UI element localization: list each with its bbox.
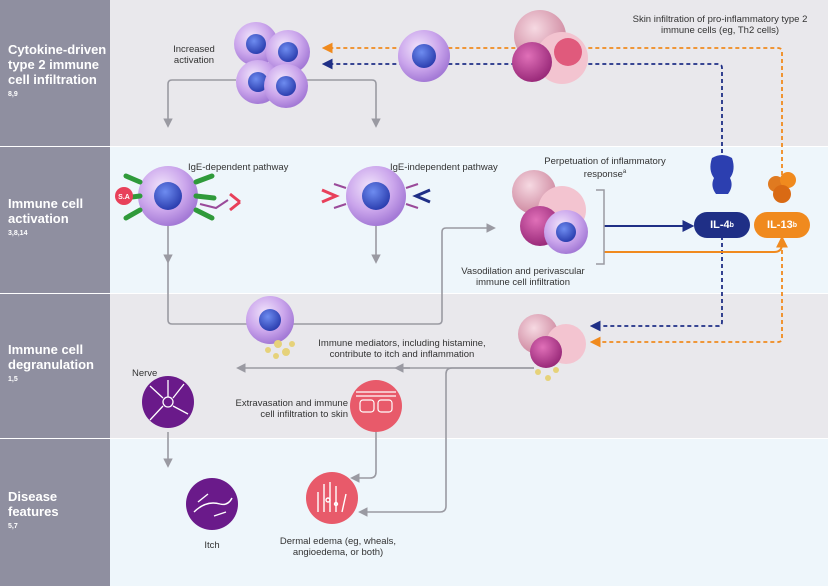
sa-badge-text: S.A xyxy=(118,194,130,201)
stage-label-sup: 5,7 xyxy=(8,522,18,530)
stage-label-text: Immune cell activation xyxy=(8,196,84,227)
th2-cell-group xyxy=(512,10,588,84)
il4-label: IL-4 xyxy=(710,219,730,231)
mediators-text: Immune mediators, including histamine, c… xyxy=(318,338,486,360)
ige-independent-text: IgE-independent pathway xyxy=(390,162,498,173)
il13-protein xyxy=(768,172,796,203)
bracket xyxy=(596,189,605,265)
perpetuation-text: Perpetuation of inflammatory responsea xyxy=(540,156,670,180)
orange-bottom-feedback xyxy=(589,236,783,348)
hand-icon xyxy=(306,472,358,524)
dermal-edema-text: Dermal edema (eg, wheals, angioedema, or… xyxy=(279,536,397,558)
skin-vessel-icon xyxy=(350,380,402,432)
perpetuation-cell-group xyxy=(512,170,588,254)
il4-protein xyxy=(710,155,734,194)
flow-join-loop xyxy=(167,223,496,325)
band-degranulation xyxy=(0,294,828,438)
vasodilation-text: Vasodilation and perivascular immune cel… xyxy=(461,266,585,288)
il4-sup: b xyxy=(729,221,734,229)
stage-label-text: Disease features xyxy=(8,488,59,519)
flow-left-down xyxy=(163,79,236,128)
ige-independent-cell xyxy=(321,166,431,226)
degranulating-cell xyxy=(246,296,295,359)
ige-dependent-cell: S.A xyxy=(115,166,241,226)
increased-activation-text: Increased activation xyxy=(173,44,215,66)
orange-to-il13 xyxy=(604,235,788,253)
infiltrating-cell xyxy=(398,30,450,82)
orange-top-feedback xyxy=(321,42,783,196)
stage-label-sup: 3,8,14 xyxy=(8,230,28,238)
flow-right-down xyxy=(300,79,381,128)
navy-bottom-feedback xyxy=(589,236,723,332)
perpetuation-sup: a xyxy=(622,169,627,175)
nerve-text: Nerve xyxy=(132,368,158,379)
stage-label-degranulation: Immune cell degranulation 1,5 xyxy=(0,294,110,438)
flow-skin-to-edema xyxy=(350,432,377,483)
cytokine-solid-lines xyxy=(596,189,788,265)
stage-label-infiltration: Cytokine-driven type 2 immune cell infil… xyxy=(0,0,110,146)
stage-label-sup: 1,5 xyxy=(8,376,18,384)
extravasation-text: Extravasation and immune cell infiltrati… xyxy=(235,398,348,420)
stage-label-text: Cytokine-driven type 2 immune cell infil… xyxy=(8,41,107,87)
itch-text: Itch xyxy=(204,540,220,551)
ige-dependent-text: IgE-dependent pathway xyxy=(188,162,289,173)
stage-label-activation: Immune cell activation 3,8,14 xyxy=(0,147,110,293)
navy-top-feedback xyxy=(321,58,723,160)
flow-loop-return xyxy=(358,367,534,517)
degranulating-cell-group xyxy=(518,314,586,381)
stage-label-disease-features: Disease features 5,7 xyxy=(0,439,110,586)
feedback-dashed-lines xyxy=(321,42,783,348)
stage-label-text: Immune cell degranulation xyxy=(8,342,94,373)
il13-label: IL-13 xyxy=(767,219,793,231)
il13-sup: b xyxy=(792,221,797,229)
flow-lines-gray xyxy=(163,79,534,517)
activated-cell-cluster xyxy=(234,22,310,108)
perpetuation-label: Perpetuation of inflammatory response xyxy=(544,156,666,181)
itch-icon xyxy=(186,478,238,530)
nerve-icon xyxy=(142,376,194,428)
skin-infiltration-text: Skin infiltration of pro-inflammatory ty… xyxy=(632,14,808,36)
stage-label-sup: 8,9 xyxy=(8,90,18,98)
